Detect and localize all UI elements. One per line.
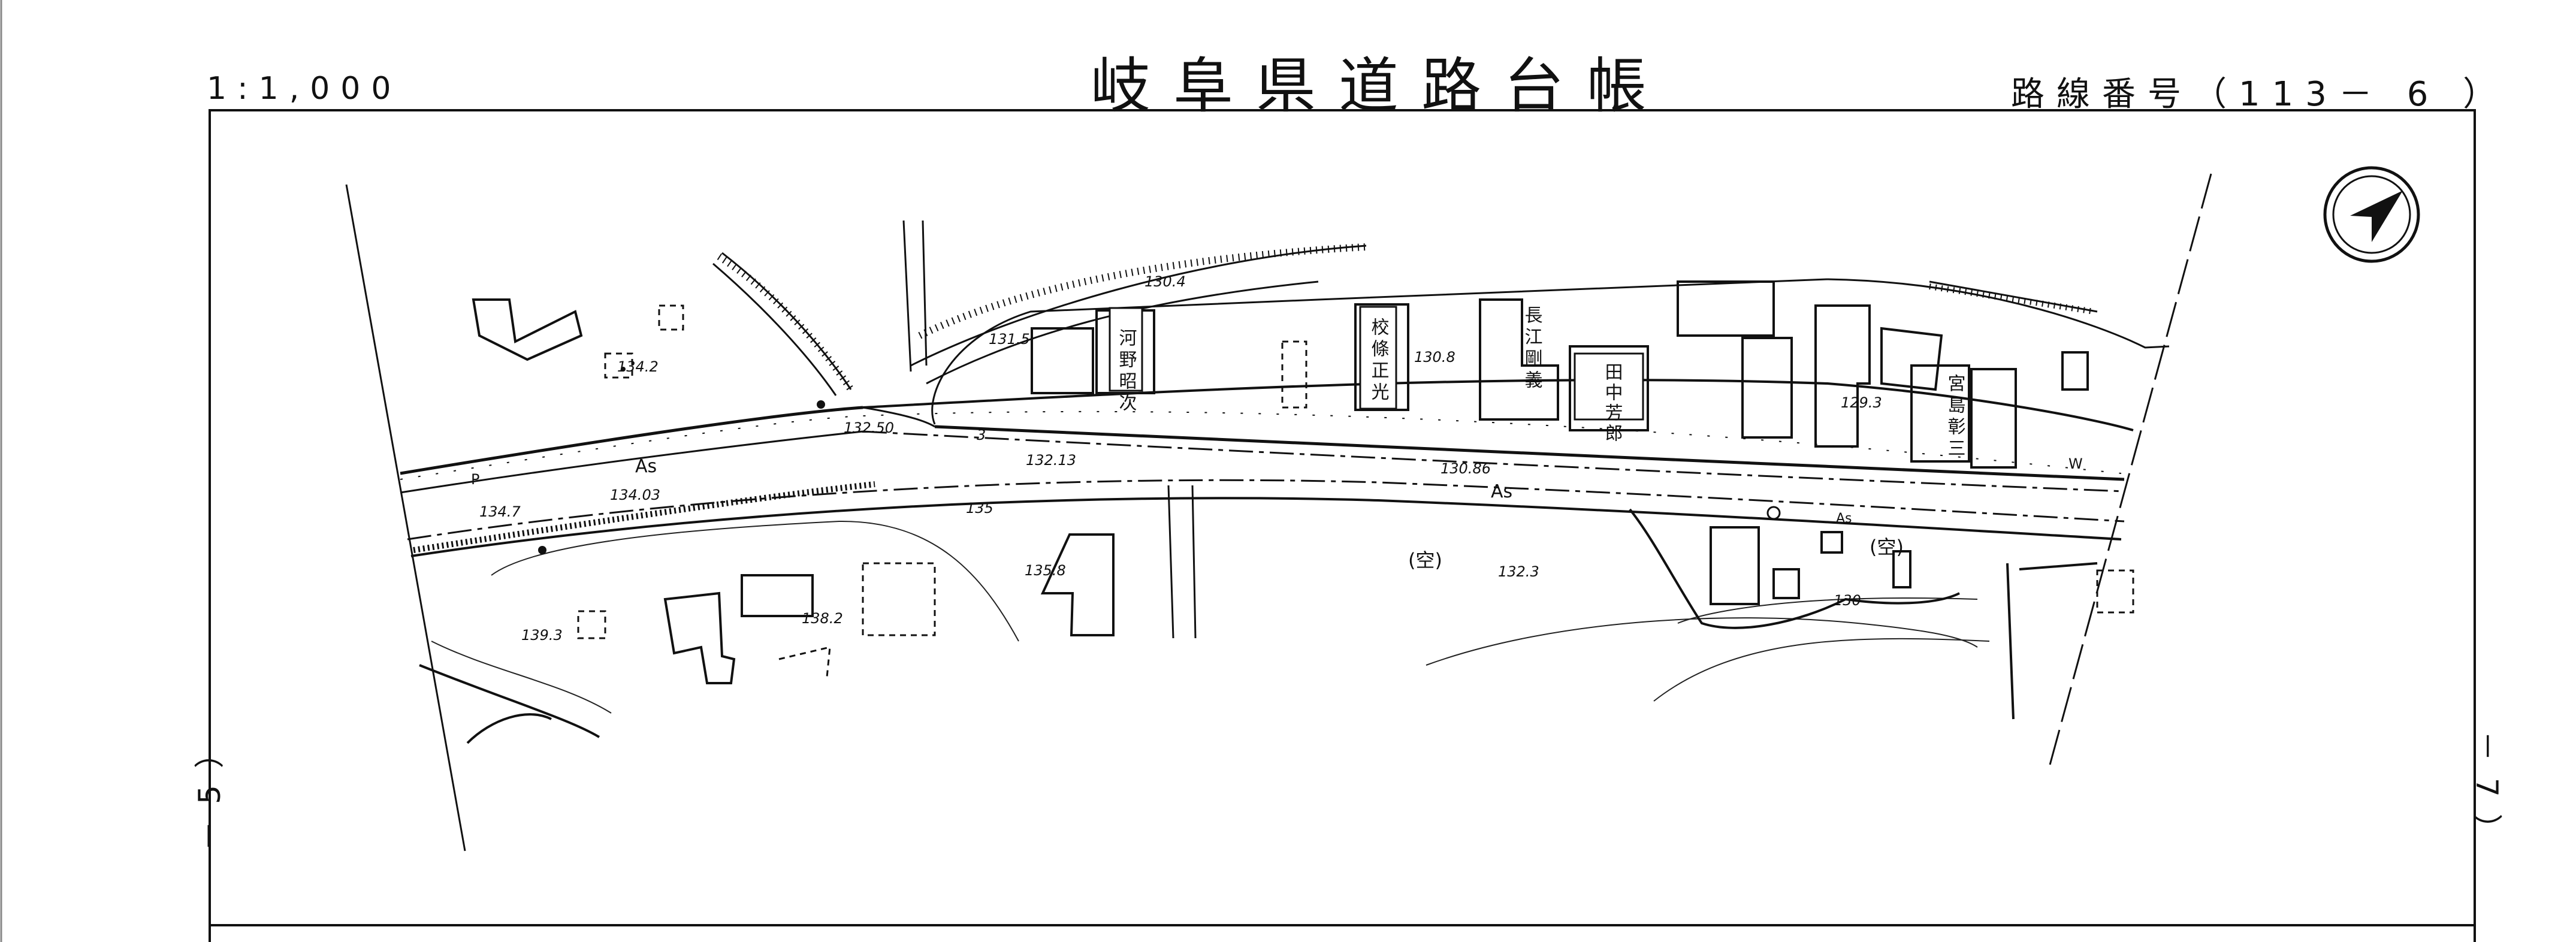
elevation-label: 135 bbox=[966, 500, 993, 517]
elevation-label: 139.3 bbox=[521, 627, 563, 644]
pole-label: P bbox=[471, 471, 479, 488]
building bbox=[1814, 304, 1871, 448]
elevation-label: 130.86 bbox=[1440, 460, 1491, 477]
building bbox=[1910, 364, 1970, 463]
main-road bbox=[400, 379, 2134, 557]
owner-nagae: 長江剛義 bbox=[1521, 306, 1542, 392]
elevation-label: 138.2 bbox=[802, 610, 843, 627]
map-scale: 1:1,000 bbox=[207, 71, 402, 107]
north-arrow-icon bbox=[2323, 166, 2420, 263]
elevation-label: 130.8 bbox=[1414, 349, 1455, 366]
building bbox=[1479, 298, 1559, 421]
building bbox=[1820, 531, 1843, 554]
side-roads bbox=[712, 220, 2170, 639]
elevation-label: 134.2 bbox=[617, 358, 659, 375]
vacant-label: (空) bbox=[1408, 549, 1442, 572]
route-number: 路線番号（113－ 6 ） bbox=[2011, 75, 2509, 114]
elevation-label: 130 bbox=[1834, 592, 1861, 609]
building bbox=[1354, 303, 1409, 411]
elevation-label: 132.50 bbox=[844, 419, 894, 436]
building bbox=[2061, 351, 2089, 391]
elevation-label: 3 bbox=[977, 427, 986, 443]
water-label: W bbox=[2068, 455, 2083, 472]
elevation-label: 129.3 bbox=[1841, 394, 1882, 411]
building bbox=[1677, 280, 1775, 337]
pavement-label: As bbox=[1491, 481, 1512, 502]
owner-kawano: 河野昭次 bbox=[1116, 328, 1137, 415]
owner-names: 河野昭次 校條正光 長江剛義 田中芳郎 宮島彰三 bbox=[1109, 306, 1965, 460]
pavement-label: As bbox=[635, 456, 657, 477]
survey-markers bbox=[538, 367, 1781, 554]
building bbox=[1031, 327, 1094, 394]
elevation-label: 134.7 bbox=[479, 503, 521, 520]
section-boundary-left bbox=[345, 184, 466, 852]
owner-miyajima: 宮島彰三 bbox=[1944, 374, 1965, 460]
building bbox=[1880, 327, 1943, 391]
building bbox=[1772, 568, 1800, 599]
pavement-label: As bbox=[1836, 511, 1852, 526]
section-boundary-right bbox=[2048, 173, 2212, 768]
building bbox=[1892, 550, 1911, 588]
building bbox=[1040, 533, 1115, 636]
embankments bbox=[717, 243, 2095, 392]
elevation-label: 134.03 bbox=[610, 487, 660, 503]
elevation-label: 131.5 bbox=[989, 331, 1030, 348]
elevation-label: 130.4 bbox=[1144, 273, 1186, 290]
building bbox=[663, 591, 736, 684]
elevation-label: 132.13 bbox=[1026, 452, 1076, 469]
elevation-label: 132.3 bbox=[1498, 563, 1539, 580]
map-frame bbox=[209, 109, 2476, 926]
building bbox=[741, 574, 814, 617]
retaining-walls bbox=[419, 508, 2098, 744]
dashed-structures bbox=[577, 304, 2134, 678]
contour-lines bbox=[431, 520, 1990, 714]
vacant-label: (空) bbox=[1870, 536, 1904, 558]
building bbox=[1710, 526, 1760, 605]
elevation-points: 130.4 131.5 134.2 132.50 132.13 130.86 1… bbox=[479, 273, 1882, 644]
owner-tanaka: 田中芳郎 bbox=[1602, 363, 1623, 444]
building bbox=[1741, 337, 1793, 439]
building bbox=[1569, 345, 1649, 431]
building bbox=[472, 298, 583, 361]
owner-kojo: 校條正光 bbox=[1368, 318, 1390, 404]
elevation-label: 135.8 bbox=[1025, 562, 1066, 579]
building bbox=[1970, 368, 2017, 469]
buildings bbox=[472, 280, 2089, 684]
fence-line bbox=[400, 410, 2122, 480]
